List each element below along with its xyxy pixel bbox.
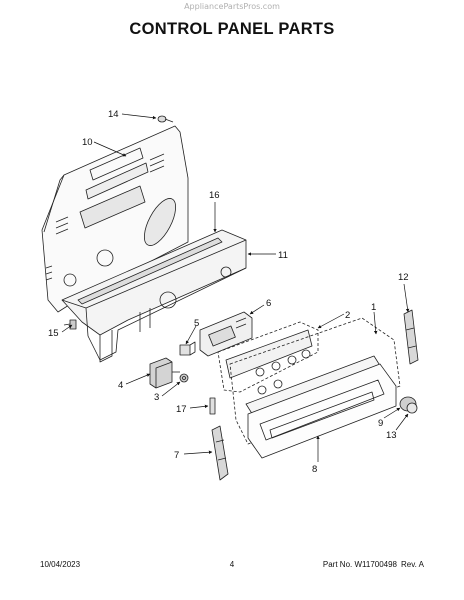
part-11-panel-bracket xyxy=(61,229,247,363)
part-16-foam-strip xyxy=(77,237,223,305)
part-8-front-frame xyxy=(247,363,397,459)
part-17-spacer xyxy=(209,397,216,415)
callout-12: 12 xyxy=(398,272,409,283)
callout-1: 1 xyxy=(371,302,376,313)
callout-5: 5 xyxy=(194,318,199,329)
page-title: CONTROL PANEL PARTS xyxy=(129,20,335,38)
callout-11: 11 xyxy=(278,250,288,261)
callout-16: 16 xyxy=(209,190,220,201)
part-4-infinite-switch xyxy=(149,357,180,389)
part-12-end-cap-right xyxy=(403,309,419,365)
callout-4: 4 xyxy=(118,380,123,391)
callout-6: 6 xyxy=(266,298,271,309)
callout-9: 9 xyxy=(378,418,383,429)
part-3-nut xyxy=(179,373,189,383)
callout-2: 2 xyxy=(345,310,350,321)
callout-7: 7 xyxy=(174,450,179,461)
part-15-clip xyxy=(63,319,77,330)
part-10-rear-panel xyxy=(41,125,189,313)
part-7-end-cap-left xyxy=(211,425,229,481)
callout-leaders xyxy=(61,113,410,462)
exploded-parts-diagram: 14 10 16 11 12 15 6 1 2 5 4 3 17 7 8 9 1… xyxy=(41,109,419,481)
footer-page-number: 4 xyxy=(229,560,235,569)
footer-date: 10/04/2023 xyxy=(40,560,81,569)
callout-15: 15 xyxy=(48,328,59,339)
watermark: AppliancePartsPros.com xyxy=(184,2,280,11)
part-6-control-board xyxy=(199,311,253,357)
part-14-screw xyxy=(157,115,174,123)
callout-13: 13 xyxy=(386,430,397,441)
part-5-switch xyxy=(179,341,196,356)
callout-3: 3 xyxy=(154,392,159,403)
callout-17: 17 xyxy=(176,404,187,415)
footer-part-number: Part No. W11700498 xyxy=(322,560,398,569)
part-9-knob xyxy=(399,396,418,414)
callout-8: 8 xyxy=(312,464,317,475)
part-2-switch-housing xyxy=(217,321,319,393)
callout-10: 10 xyxy=(82,137,93,148)
footer-revision: Rev. A xyxy=(401,560,424,569)
callout-14: 14 xyxy=(108,109,119,120)
